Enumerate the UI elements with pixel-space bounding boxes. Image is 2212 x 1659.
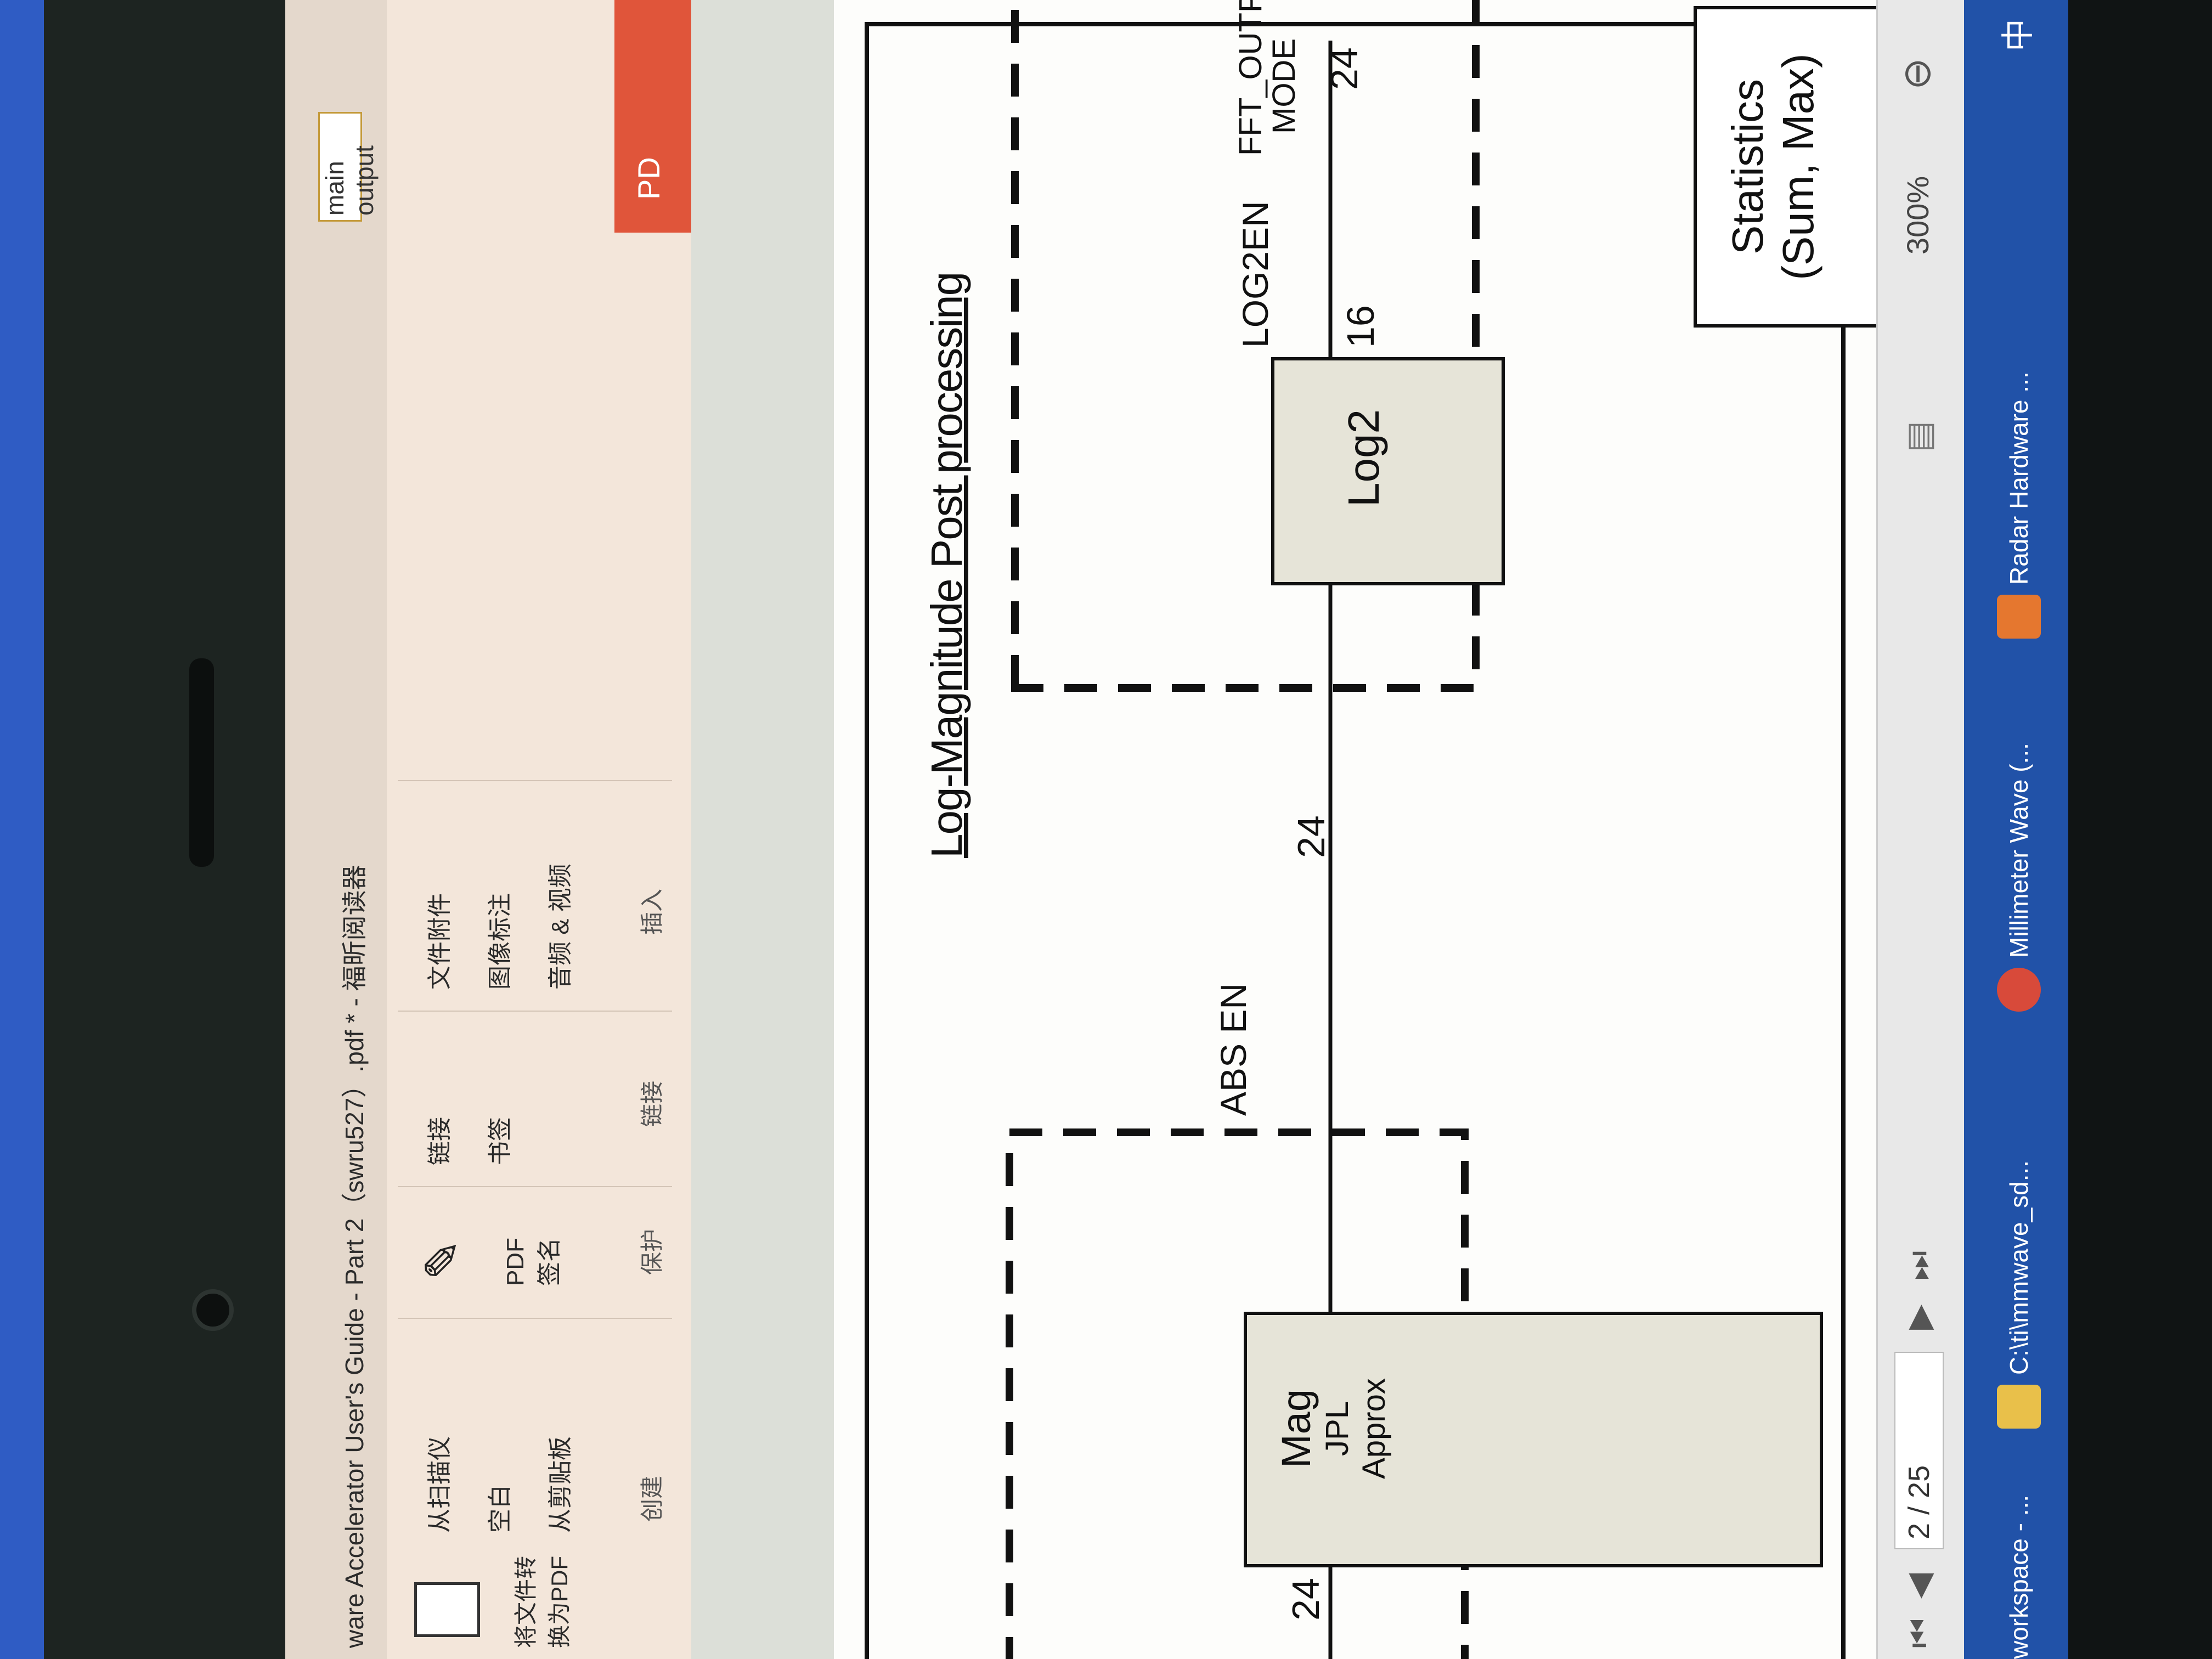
pdf-tab-label: PD: [631, 157, 666, 200]
statistics-line2: (Sum, Max): [1774, 53, 1822, 280]
bookmark-button[interactable]: 书签: [487, 1117, 514, 1165]
page-input[interactable]: 2 / 25: [1894, 1352, 1944, 1549]
ime-indicator[interactable]: 中: [2000, 19, 2036, 52]
link-button[interactable]: 链接: [426, 1117, 453, 1165]
create-group-label: 创建: [639, 1475, 665, 1522]
laptop-bezel-right: [2063, 0, 2212, 1659]
ribbon: 将文件转换为PDF 从扫描仪 空白 从剪贴板 创建 ✎ PDF签名 保护 链接 …: [387, 0, 691, 1659]
pdf-sign-icon: ✎: [416, 1239, 471, 1280]
zoom-level[interactable]: 300%: [1900, 176, 1935, 255]
document-gutter: [691, 0, 834, 1659]
view-mode-icon[interactable]: ▤: [1900, 421, 1937, 452]
foxit-icon: [1997, 595, 2041, 639]
pdf-tab[interactable]: PD: [614, 0, 691, 233]
mag-line1: Mag: [1273, 1389, 1319, 1468]
taskbar-item-explorer[interactable]: C:\ti\mmwave_sd...: [1980, 1160, 2057, 1429]
protect-group-label: 保护: [639, 1228, 665, 1275]
title-bar: ware Accelerator User's Guide - Part 2（s…: [285, 0, 387, 1659]
taskbar-label-explorer: C:\ti\mmwave_sd...: [2005, 1160, 2033, 1375]
mag-line3: Approx: [1356, 1378, 1392, 1479]
convert-to-pdf-button[interactable]: 将文件转换为PDF: [513, 1555, 572, 1648]
pdf-page: Log-Magnitude Post processing Mag JPL Ap…: [834, 0, 1959, 1659]
statistics-line1: Statistics: [1723, 78, 1772, 255]
ribbon-group-insert: 文件附件 图像标注 音频 & 视频 插入: [398, 780, 672, 1012]
first-page-icon[interactable]: ⏮: [1900, 1618, 1937, 1648]
log2-block: [1271, 357, 1505, 585]
insert-group-label: 插入: [639, 888, 665, 935]
taskbar-label-workspace: workspace - ...: [2005, 1494, 2033, 1659]
pdf-sign-button[interactable]: PDF签名: [502, 1238, 563, 1286]
abs-en-label: ABS EN: [1213, 983, 1254, 1116]
audio-video-button[interactable]: 音频 & 视频: [547, 864, 574, 990]
statistics-label: Statistics (Sum, Max): [1723, 24, 1824, 309]
taskbar-label-chrome: Millimeter Wave (...: [2005, 743, 2033, 958]
bus-width-out: 24: [1323, 47, 1365, 90]
from-scanner-button[interactable]: 从扫描仪: [426, 1436, 453, 1533]
mag-block: [1244, 1312, 1823, 1567]
blank-button[interactable]: 空白: [487, 1485, 514, 1533]
taskbar-item-chrome[interactable]: Millimeter Wave (...: [1980, 743, 2057, 1012]
taskbar-item-foxit[interactable]: Radar Hardware ...: [1980, 371, 2057, 639]
block-diagram: [865, 0, 1894, 1659]
ribbon-group-create: 将文件转换为PDF 从扫描仪 空白 从剪贴板 创建: [398, 1318, 672, 1659]
fft-output-mode-label: FFT_OUTPUT_ MODE: [1233, 0, 1302, 156]
from-clipboard-button[interactable]: 从剪贴板: [547, 1436, 574, 1533]
mag-label: Mag JPL Approx: [1273, 1308, 1392, 1549]
zoom-out-icon[interactable]: ⊖: [1895, 58, 1938, 90]
prev-page-icon[interactable]: ◀: [1900, 1573, 1937, 1599]
chrome-icon: [1997, 968, 2041, 1012]
abs-mux: [1289, 1083, 1333, 1121]
links-group-label: 链接: [639, 1080, 665, 1127]
status-bar: ⏮ ◀ 2 / 25 ▶ ⏭ ▤ 300% ⊖: [1876, 0, 1966, 1659]
outer-frame: [865, 22, 1846, 1659]
window-title: ware Accelerator User's Guide - Part 2（s…: [340, 865, 369, 1648]
search-value: main output: [320, 145, 379, 216]
laptop-bezel: [44, 0, 302, 1659]
screen-content: ware Accelerator User's Guide - Part 2（s…: [285, 0, 2068, 1659]
ribbon-group-links: 链接 书签 链接: [398, 1011, 672, 1187]
next-page-icon[interactable]: ▶: [1900, 1304, 1937, 1330]
bus-width-mid: 24: [1290, 815, 1333, 858]
ribbon-group-protect: ✎ PDF签名 保护: [398, 1186, 672, 1319]
diagram-title: Log-Magnitude Post processing: [922, 272, 971, 858]
webcam-icon: [192, 1289, 234, 1331]
fft-output-mode-line1: FFT_OUTPUT_: [1233, 0, 1268, 156]
mag-line2: JPL: [1319, 1401, 1356, 1456]
search-input[interactable]: main output: [318, 112, 379, 222]
taskbar-label-foxit: Radar Hardware ...: [2005, 371, 2033, 585]
folder-icon: [1997, 1385, 2041, 1429]
bezel-slot: [189, 658, 214, 867]
log2-label: Log2: [1339, 409, 1388, 507]
file-attachment-button[interactable]: 文件附件: [426, 893, 453, 990]
log2en-label: LOG2EN: [1235, 201, 1276, 348]
page-indicator: 2 / 25: [1903, 1465, 1936, 1539]
taskbar: workspace - ... C:\ti\mmwave_sd... Milli…: [1964, 0, 2068, 1659]
dashed-box-log2: [1011, 0, 1480, 692]
fft-output-mode-line2: MODE: [1266, 38, 1302, 134]
screen: ware Accelerator User's Guide - Part 2（s…: [285, 0, 2068, 1659]
bus-width-log2: 16: [1339, 305, 1382, 348]
last-page-icon[interactable]: ⏭: [1900, 1251, 1937, 1280]
bus-width-in: 24: [1284, 1578, 1327, 1621]
taskbar-item-workspace[interactable]: workspace - ...: [1980, 1495, 2057, 1659]
document-icon: [414, 1582, 480, 1637]
image-annotation-button[interactable]: 图像标注: [487, 893, 514, 990]
